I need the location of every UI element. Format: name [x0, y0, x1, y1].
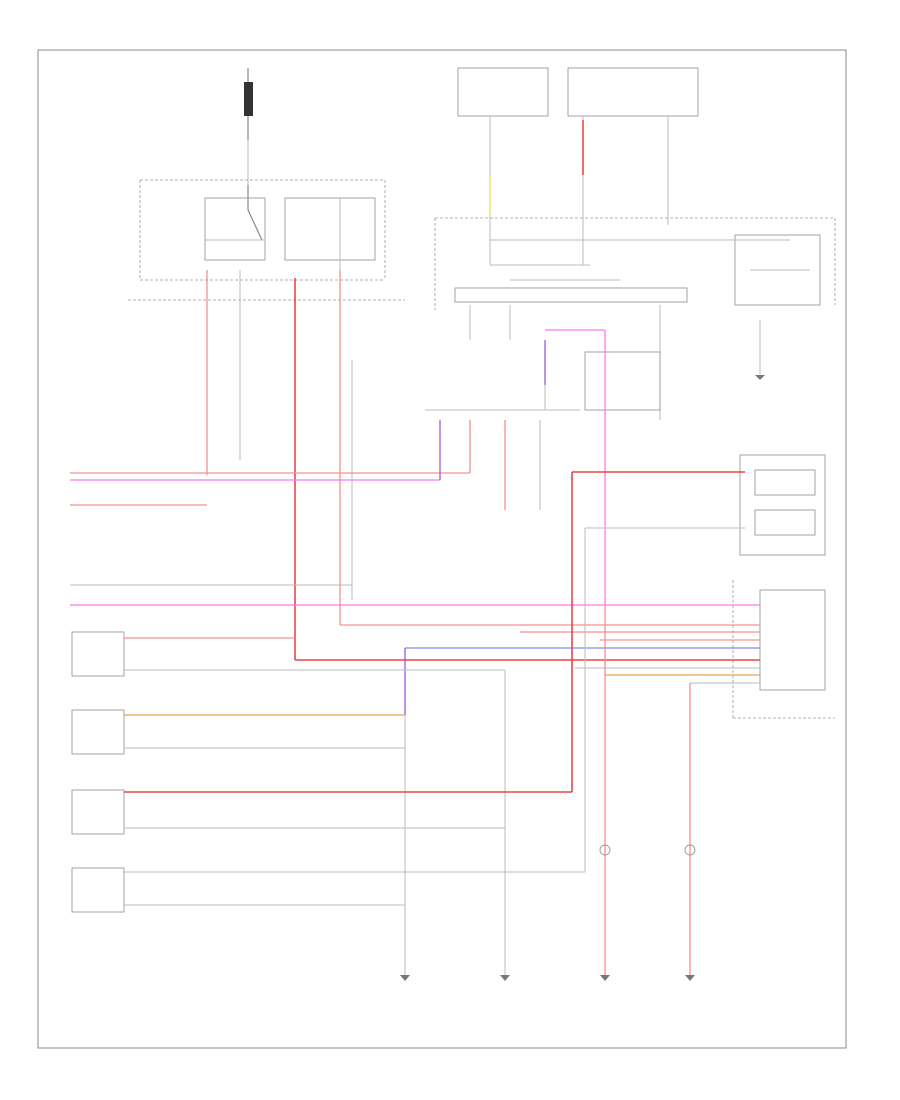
right-high-beam-box	[71, 867, 125, 913]
left-front-light-icon	[599, 844, 611, 856]
left-high-beam-box	[71, 789, 125, 835]
drl-relay-box	[584, 351, 661, 411]
battery-fuse-element	[244, 68, 253, 185]
ground-4-icon	[685, 975, 695, 981]
ground-2-icon	[500, 975, 510, 981]
right-headlight-box	[71, 709, 125, 755]
fusible-link-icon	[244, 82, 253, 116]
switch-box	[734, 234, 821, 306]
control-unit-box	[759, 589, 826, 691]
fuse-block-box	[284, 197, 376, 261]
ground-symbol-icon	[755, 375, 765, 380]
top-connectors	[434, 67, 836, 310]
right-relay-inner-a	[754, 469, 816, 496]
turn-signal-switch	[700, 234, 821, 380]
ground-1-icon	[400, 975, 410, 981]
left-headlight-box	[71, 631, 125, 677]
diagram-frame	[37, 49, 847, 1049]
connector-a	[457, 67, 549, 117]
dimmer-switch-block	[454, 287, 688, 303]
right-relay-box	[739, 454, 826, 556]
underhood-fuse-box	[128, 179, 405, 301]
ground-3-icon	[600, 975, 610, 981]
right-front-light-icon	[684, 844, 696, 856]
headlight-relay-box	[204, 197, 266, 261]
relay-switch-icon	[247, 185, 263, 241]
drl-section	[351, 305, 661, 605]
connector-b	[567, 67, 699, 117]
right-relay-inner-b	[754, 509, 816, 536]
